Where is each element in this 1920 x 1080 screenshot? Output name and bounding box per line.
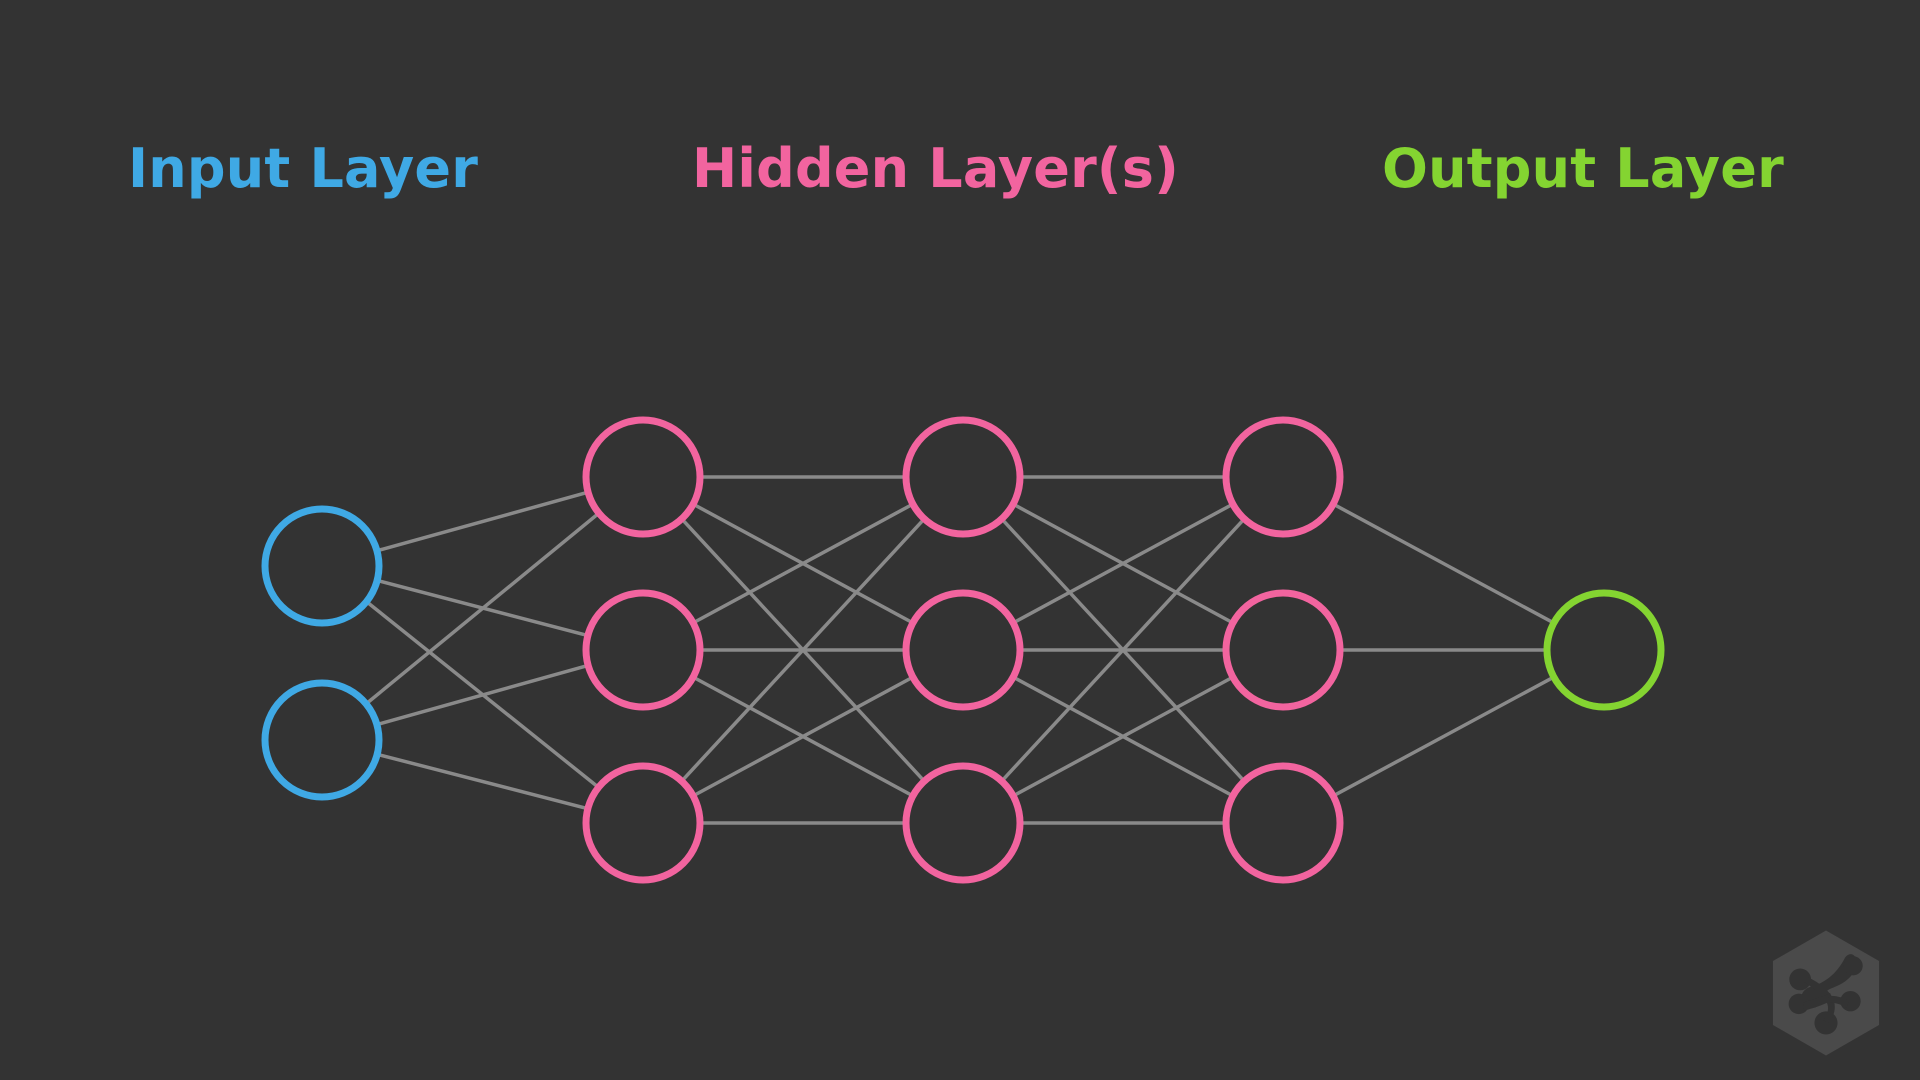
neuron-node-hidden-2-3[interactable] — [902, 762, 1024, 884]
neuron-node-hidden-1-1[interactable] — [582, 416, 704, 538]
hexagon-neuron-logo-icon — [1772, 930, 1880, 1056]
connection-edge — [375, 663, 590, 727]
connection-edges-group — [364, 475, 1556, 825]
input-layer-title: Input Layer — [128, 137, 479, 200]
connection-edge — [679, 517, 927, 783]
connection-edge — [1011, 502, 1235, 625]
connection-edge — [375, 752, 590, 811]
watermark-neuron-glyph — [1788, 954, 1863, 1035]
connection-edge — [1331, 675, 1556, 798]
neuron-node-output-1[interactable] — [1543, 589, 1665, 711]
connection-edge — [375, 490, 590, 553]
neuron-node-input-2[interactable] — [261, 679, 383, 801]
connection-edge — [691, 675, 915, 798]
neuron-node-hidden-1-2[interactable] — [582, 589, 704, 711]
neuron-node-input-1[interactable] — [261, 505, 383, 627]
output-layer-title: Output Layer — [1382, 137, 1784, 200]
neuron-nodes-group — [261, 416, 1665, 884]
neuron-node-hidden-3-3[interactable] — [1222, 762, 1344, 884]
neuron-node-hidden-2-1[interactable] — [902, 416, 1024, 538]
connection-edge — [1331, 502, 1556, 625]
connection-edge — [1011, 675, 1235, 798]
connection-edge — [999, 517, 1247, 783]
connection-edge — [364, 511, 601, 706]
neuron-node-hidden-3-1[interactable] — [1222, 416, 1344, 538]
neuron-node-hidden-3-2[interactable] — [1222, 589, 1344, 711]
hidden-layer-title: Hidden Layer(s) — [692, 137, 1180, 200]
neuron-node-hidden-1-3[interactable] — [582, 762, 704, 884]
connection-edge — [691, 502, 915, 625]
neuron-node-hidden-2-2[interactable] — [902, 589, 1024, 711]
